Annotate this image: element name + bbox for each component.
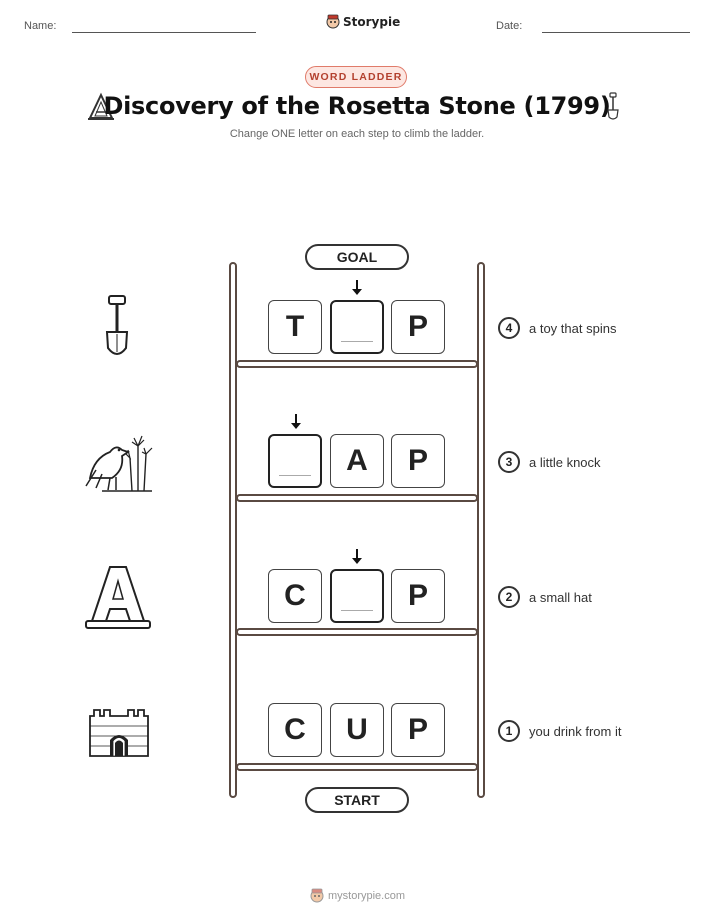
- arrow-down-icon: [291, 414, 301, 429]
- clue-text: a small hat: [529, 590, 592, 605]
- castle-icon: [89, 709, 149, 757]
- title-shovel-icon: [607, 92, 619, 120]
- start-label: START: [305, 787, 409, 813]
- step-number: 1: [498, 720, 520, 742]
- footer-url[interactable]: mystorypie.com: [328, 890, 406, 902]
- ladder-rail-left: [229, 262, 237, 798]
- word-ladder-badge: WORD LADDER: [305, 66, 407, 88]
- letter-blank-input[interactable]: [268, 434, 322, 488]
- bird-papyrus-icon: [85, 435, 153, 492]
- ladder-rail-right: [477, 262, 485, 798]
- letter-tile: P: [391, 703, 445, 757]
- storypie-mascot-icon: [326, 14, 340, 29]
- letter-tile: C: [268, 703, 322, 757]
- name-line[interactable]: [72, 32, 256, 33]
- letter-tile: C: [268, 569, 322, 623]
- letter-blank-input[interactable]: [330, 300, 384, 354]
- clue-text: a little knock: [529, 455, 601, 470]
- step-number: 2: [498, 586, 520, 608]
- shovel-icon: [105, 295, 129, 355]
- brand-logo: Storypie: [326, 14, 400, 30]
- date-label: Date:: [496, 20, 523, 32]
- letter-a-icon: [85, 566, 151, 629]
- goal-label: GOAL: [305, 244, 409, 270]
- ladder-rung: [236, 628, 478, 636]
- clue-text: a toy that spins: [529, 321, 617, 336]
- footer: mystorypie.com: [310, 888, 405, 904]
- name-label: Name:: [24, 20, 57, 32]
- date-line[interactable]: [542, 32, 690, 33]
- step-number: 4: [498, 317, 520, 339]
- page-title: Discovery of the Rosetta Stone (1799): [103, 92, 611, 120]
- letter-tile: P: [391, 300, 445, 354]
- ladder-rung: [236, 360, 478, 368]
- instructions: Change ONE letter on each step to climb …: [229, 128, 485, 140]
- letter-tile: P: [391, 569, 445, 623]
- clue-text: you drink from it: [529, 724, 622, 739]
- storypie-mascot-icon: [310, 888, 324, 903]
- letter-tile: T: [268, 300, 322, 354]
- title-letter-a-icon: [88, 92, 114, 120]
- step-number: 3: [498, 451, 520, 473]
- arrow-down-icon: [352, 280, 362, 295]
- letter-tile: P: [391, 434, 445, 488]
- ladder-rung: [236, 494, 478, 502]
- arrow-down-icon: [352, 549, 362, 564]
- letter-blank-input[interactable]: [330, 569, 384, 623]
- letter-tile: U: [330, 703, 384, 757]
- ladder-rung: [236, 763, 478, 771]
- brand-name: Storypie: [343, 15, 401, 29]
- letter-tile: A: [330, 434, 384, 488]
